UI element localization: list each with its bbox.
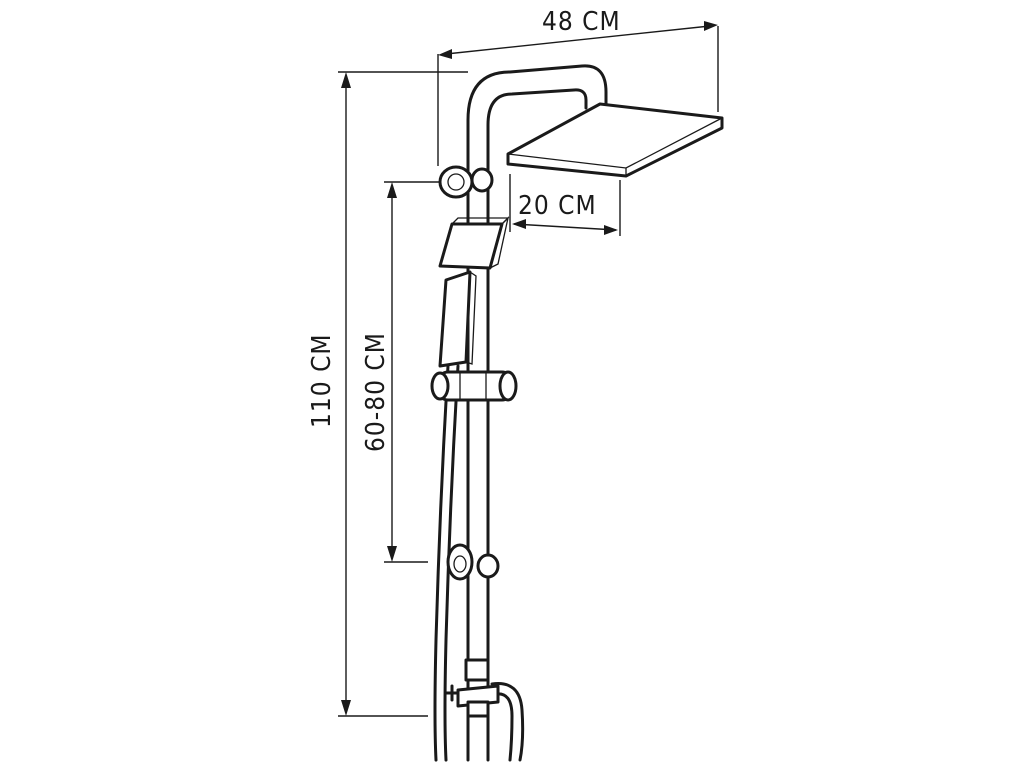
rain-shower-head [506, 102, 724, 178]
lower-wall-bracket [446, 543, 500, 581]
upper-wall-bracket [438, 165, 494, 199]
sliding-holder [430, 370, 518, 402]
shower-riser [466, 64, 608, 762]
dimension-height [338, 71, 468, 717]
dimension-adjustable [384, 181, 440, 563]
dimension-head-depth-label: 20 CM [518, 191, 597, 221]
shower-hose [433, 364, 525, 762]
dimension-width-label: 48 CM [542, 7, 621, 37]
diverter-valve [444, 658, 500, 718]
dimension-head-depth [509, 174, 621, 236]
dimension-height-label: 110 CM [307, 333, 337, 428]
dimension-adjustable-label: 60-80 CM [361, 332, 391, 452]
hand-shower [438, 215, 510, 368]
